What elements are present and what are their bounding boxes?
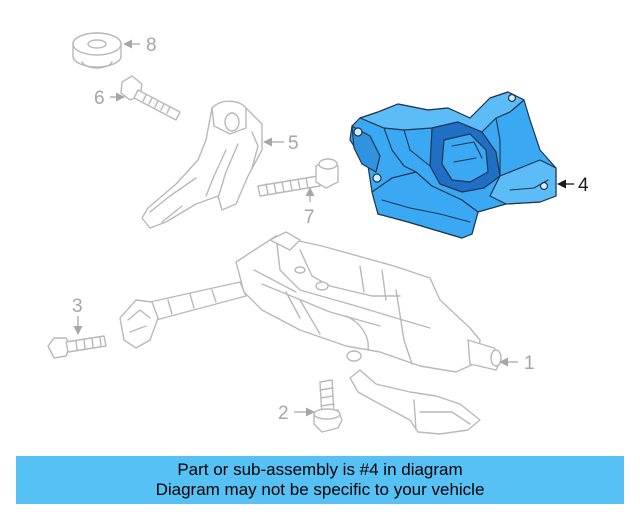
- part-4-highlighted-housing: [349, 91, 557, 239]
- callout-1: 1: [524, 353, 535, 374]
- part-7-bolt: [257, 158, 339, 197]
- callout-5: 5: [288, 133, 299, 154]
- parts-diagram: 8 6 5 7 3 2 1 4: [47, 32, 589, 435]
- info-banner: Part or sub-assembly is #4 in diagram Di…: [16, 456, 624, 504]
- callout-8: 8: [146, 35, 157, 56]
- callout-3: 3: [72, 296, 83, 317]
- part-8-bushing: [72, 32, 122, 69]
- callout-2: 2: [278, 403, 289, 424]
- callout-leaders: [73, 39, 574, 417]
- part-5-bracket: [141, 100, 263, 229]
- banner-line-1: Part or sub-assembly is #4 in diagram: [177, 460, 463, 479]
- banner-line-2: Diagram may not be specific to your vehi…: [155, 480, 485, 499]
- callout-4: 4: [578, 175, 589, 196]
- callout-6: 6: [94, 88, 105, 109]
- part-6-bolt: [120, 75, 181, 121]
- part-3-bolt: [47, 335, 107, 359]
- part-1-steering-column: [119, 231, 502, 435]
- callout-7: 7: [304, 207, 315, 228]
- part-2-bolt: [313, 379, 343, 433]
